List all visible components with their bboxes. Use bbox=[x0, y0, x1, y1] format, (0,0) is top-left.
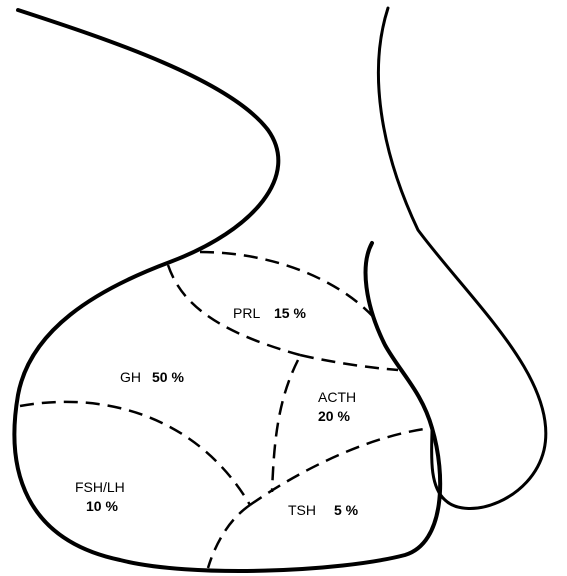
boundary-tsh-left bbox=[208, 505, 250, 568]
region-percent-fsh-lh: 10 % bbox=[86, 498, 118, 514]
region-percent-gh: 50 % bbox=[152, 369, 184, 385]
region-percent-prl: 15 % bbox=[274, 305, 306, 321]
region-name-acth: ACTH bbox=[318, 389, 356, 405]
boundary-prl-bottom bbox=[300, 355, 398, 370]
region-name-prl: PRL bbox=[233, 305, 260, 321]
region-name-fsh-lh: FSH/LH bbox=[75, 479, 125, 495]
posterior-lobe-outline bbox=[378, 8, 545, 509]
region-percent-acth: 20 % bbox=[318, 408, 350, 424]
region-name-tsh: TSH bbox=[288, 502, 316, 518]
boundary-fsh-top bbox=[20, 402, 250, 505]
boundary-tsh-top bbox=[250, 428, 432, 505]
region-percent-tsh: 5 % bbox=[334, 502, 359, 518]
boundary-gh-acth bbox=[272, 360, 298, 492]
region-name-gh: GH bbox=[120, 369, 141, 385]
